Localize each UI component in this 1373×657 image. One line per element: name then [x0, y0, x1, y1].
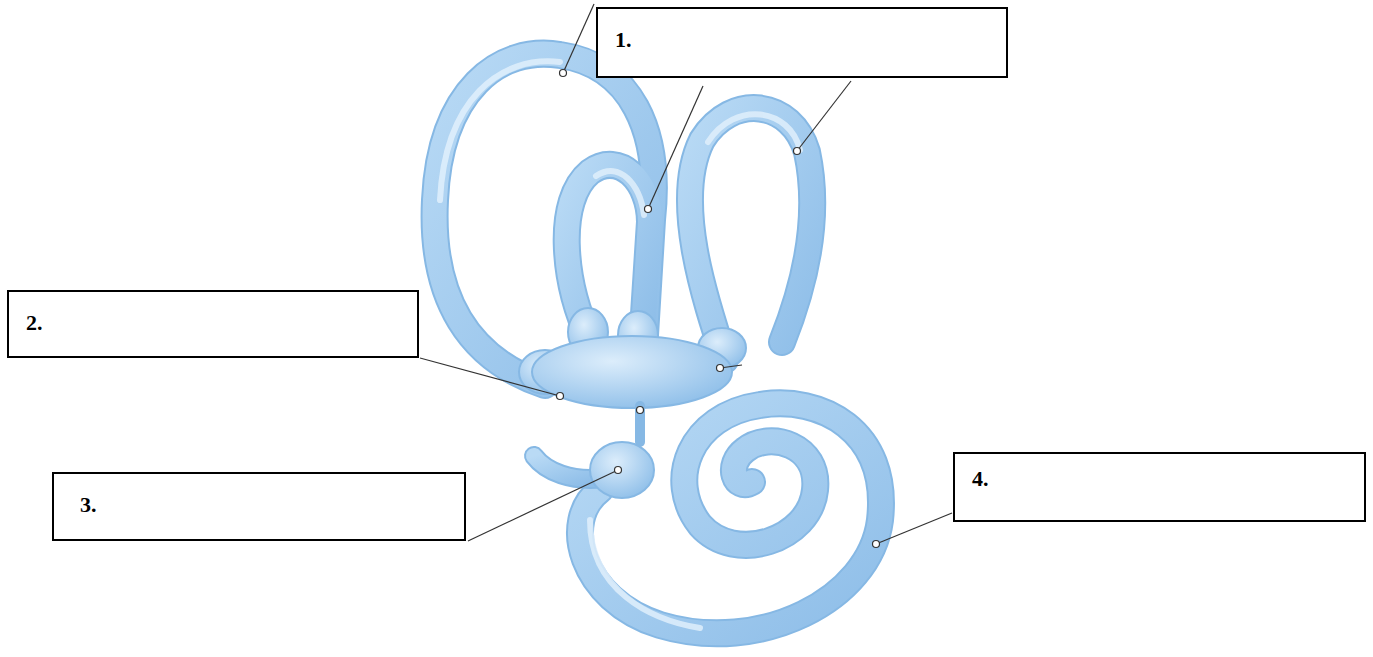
callout-number: 4.: [972, 466, 1354, 492]
vestibule-and-ampullae: [519, 308, 746, 498]
label-box: 4.: [953, 452, 1366, 522]
callout-number: 1.: [615, 27, 996, 53]
callout-number: 2.: [26, 310, 407, 336]
label-box: 1.: [596, 7, 1008, 78]
leader-dots: [557, 70, 880, 548]
callout-number: 3.: [80, 492, 454, 518]
leader-lines: [420, 4, 952, 544]
labyrinth: [435, 54, 881, 634]
label-box: 3.: [52, 472, 466, 541]
label-box: 2.: [7, 290, 419, 358]
